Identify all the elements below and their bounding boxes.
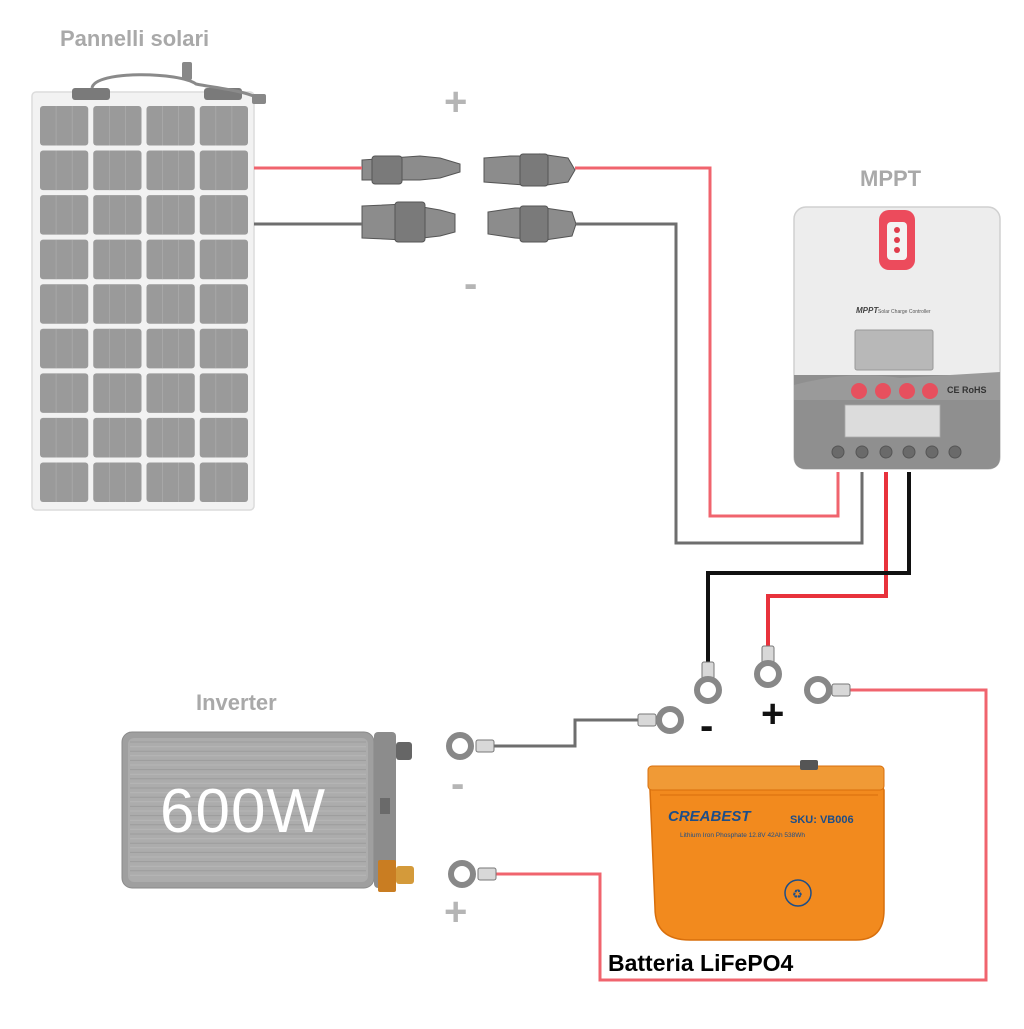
solar-cell [199,239,248,280]
solar-cell [199,195,248,235]
inverter-power-rating: 600W [160,777,326,846]
battery-minus-sign: - [700,704,714,748]
solar-cell [93,150,142,191]
ring-terminals [446,645,851,888]
ring-terminal-mppt-positive [754,645,782,688]
ring-terminal-battery-positive [804,676,851,704]
wires [254,166,988,982]
solar-cell [40,239,89,280]
solar-cell [199,328,248,369]
inverter-plus-sign: + [444,890,468,934]
solar-panels-label: Pannelli solari [60,26,210,51]
battery-label: Batteria LiFePO4 [608,950,794,976]
solar-cell [146,462,195,502]
solar-cell [199,462,248,502]
mppt-certification: CE RoHS [947,385,987,395]
panel-plus-sign: + [444,80,468,124]
mppt-label: MPPT [860,166,922,191]
solar-cell [199,417,248,458]
panel-minus-sign: - [464,262,478,306]
solar-cell [146,106,195,146]
wire-pv-negative-to-mppt [576,222,864,545]
solar-cell [199,373,248,413]
junction-box-left [72,88,110,100]
wire-mppt-battery-positive [766,472,888,650]
solar-cell [146,284,195,324]
mppt-device-subtitle: Solar Charge Controller [878,309,931,315]
solar-cell [146,239,195,280]
battery-brand: CREABEST [668,808,751,825]
solar-cell [93,239,142,280]
solar-cell [93,417,142,458]
battery-plus-sign: + [761,692,785,736]
solar-cell [40,106,89,146]
ring-terminal-inverter-positive [448,860,497,888]
ring-terminal-battery-negative [637,706,684,734]
inverter-unit [121,731,414,892]
solar-cell [146,373,195,413]
solar-cell [40,462,89,502]
wire-mppt-battery-negative [706,472,911,666]
solar-panel [31,62,266,511]
solar-cell [40,195,89,235]
mc4-connectors [361,153,577,243]
wire-pv-positive-to-mppt [575,166,840,518]
wire-inverter-positive [495,688,988,982]
solar-cell [146,328,195,369]
battery-unit: ♻ [647,760,885,941]
battery-sku: SKU: VB006 [790,814,854,826]
solar-cell [40,417,89,458]
solar-cell [93,373,142,413]
inverter-label: Inverter [196,690,277,715]
solar-cells [40,106,248,502]
solar-cell [146,195,195,235]
mppt-device-brand: MPPT [856,306,879,315]
solar-cell [40,284,89,324]
solar-cell [199,150,248,191]
inverter-fins [130,741,366,876]
solar-cell [146,150,195,191]
ring-terminal-inverter-negative [446,732,495,760]
panel-cable [90,73,263,102]
wire-inverter-negative [492,718,642,748]
svg-text:♻: ♻ [792,887,803,901]
solar-cell [40,328,89,369]
ring-terminal-mppt-negative [694,661,722,704]
solar-cell [40,150,89,191]
mppt-controller [793,206,1001,470]
panel-connector-2 [252,94,266,104]
solar-cell [93,106,142,146]
solar-cell [93,462,142,502]
inverter-minus-sign: - [451,762,465,806]
solar-cell [199,284,248,324]
panel-connector [182,62,192,80]
battery-chemistry: Lithium Iron Phosphate 12.8V 42Ah 538Wh [680,832,806,839]
solar-cell [146,417,195,458]
solar-cell [199,106,248,146]
solar-cell [40,373,89,413]
solar-cell [93,284,142,324]
solar-cell [93,328,142,369]
solar-cell [93,195,142,235]
